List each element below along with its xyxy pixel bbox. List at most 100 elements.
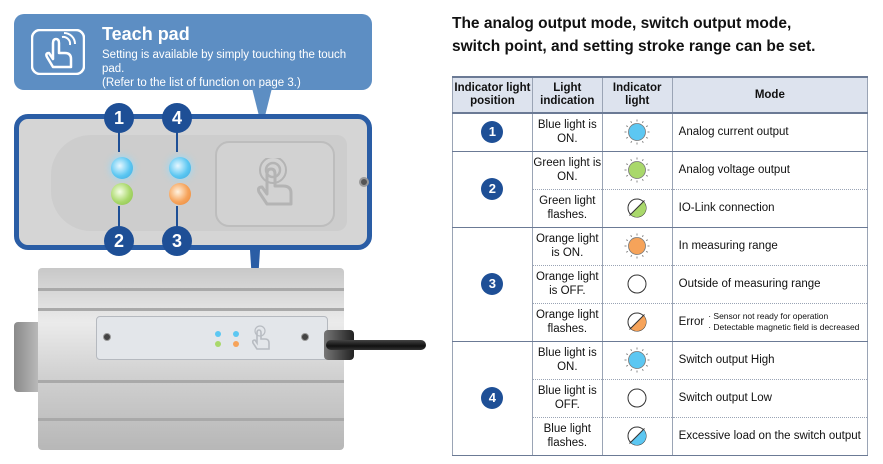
indication-cell: Blue light is OFF. (531, 379, 603, 418)
mode-cell: Analog voltage output (671, 151, 869, 190)
header-indication: Light indication (531, 76, 603, 114)
position-cell: 2 (452, 151, 533, 228)
teach-pad-callout: Teach pad Setting is available by simply… (14, 14, 372, 90)
leader-1 (118, 128, 120, 152)
position-badge: 4 (481, 387, 504, 409)
zoomed-indicator-panel (14, 114, 372, 250)
badge-2: 2 (104, 226, 134, 256)
error-notes: · Sensor not ready for operation· Detect… (708, 311, 859, 333)
mini-touch-icon (247, 325, 275, 356)
header-position: Indicator light position (452, 76, 533, 114)
position-badge: 1 (481, 121, 504, 144)
sensor-illustration: Teach pad Setting is available by simply… (0, 0, 440, 464)
table-header-row: Indicator light position Light indicatio… (452, 76, 869, 114)
indication-cell: Blue light flashes. (531, 417, 603, 456)
badge-1: 1 (104, 103, 134, 133)
indication-cell: Blue light is ON. (531, 113, 603, 152)
table-row: 3 Orange light is ON. In measuring range (452, 227, 869, 342)
mini-led-blue (215, 331, 221, 337)
mode-cell: Analog current output (671, 113, 869, 152)
indicator-lamp-cell (601, 189, 673, 228)
mode-cell: Excessive load on the switch output (671, 417, 869, 456)
blue-flash-lamp-icon (627, 426, 647, 446)
sensor-ridge (38, 418, 344, 421)
blue-on-lamp-icon (624, 347, 650, 373)
mode-cell: In measuring range (671, 227, 869, 266)
orange-on-lamp-icon (624, 233, 650, 259)
mode-cell: IO-Link connection (671, 189, 869, 228)
error-note: · Sensor not ready for operation (708, 311, 829, 321)
section-heading: The analog output mode, switch output mo… (452, 12, 872, 58)
badge-4: 4 (162, 103, 192, 133)
sensor-ridge (38, 308, 344, 311)
leader-4 (176, 128, 178, 152)
indicator-lamp-cell (601, 303, 673, 342)
mode-text: IO-Link connection (678, 202, 775, 214)
table-row: 2 Green light is ON. Analog voltage output (452, 151, 869, 228)
leader-2 (118, 206, 120, 230)
position-badge: 3 (481, 273, 504, 295)
mode-text: Excessive load on the switch output (678, 430, 861, 442)
mode-text: Switch output High (678, 354, 775, 366)
indicator-lamp-cell (601, 417, 673, 456)
indicator-table: Indicator light position Light indicatio… (452, 76, 869, 456)
head-screw (301, 333, 309, 341)
indication-cell: Orange light flashes. (531, 303, 603, 342)
position-badge: 2 (481, 178, 504, 200)
off-lamp-icon (627, 388, 647, 408)
led-2-green (111, 183, 133, 205)
blue-on-lamp-icon (624, 119, 650, 145)
table-row: Blue light flashes. Excessive load on the… (453, 417, 869, 456)
error-note: · Detectable magnetic field is decreased (708, 322, 860, 332)
sensor-head (96, 316, 328, 360)
indicator-lamp-cell (601, 379, 673, 418)
orange-flash-lamp-icon (627, 312, 647, 332)
header-light: Indicator light (601, 76, 673, 114)
table-row: 1 Blue light is ON. Analog current output (452, 113, 869, 152)
touch-hand-icon (30, 28, 86, 76)
table-row: 4 Blue light is ON. Switch output High (452, 341, 869, 456)
table-row: Orange light is OFF.Outside of measuring… (453, 265, 869, 304)
green-on-lamp-icon (624, 157, 650, 183)
mini-led-green (215, 341, 221, 347)
table-row: Green light flashes. IO-Link connection (453, 189, 869, 228)
indication-cell: Orange light is ON. (531, 227, 603, 266)
indicator-lamp-cell (601, 341, 673, 380)
sensor-ridge (38, 288, 344, 291)
mode-text: Outside of measuring range (678, 278, 821, 290)
mode-text: Switch output Low (678, 392, 772, 404)
mini-led-blue (233, 331, 239, 337)
position-cell: 3 (452, 227, 533, 342)
callout-line-2: (Refer to the list of function on page 3… (102, 77, 301, 89)
callout-line-1: Setting is available by simply touching … (102, 49, 347, 75)
heading-line-2: switch point, and setting stroke range c… (452, 38, 816, 55)
indicator-lamp-cell (601, 227, 673, 266)
callout-text: Setting is available by simply touching … (102, 48, 370, 90)
heading-line-1: The analog output mode, switch output mo… (452, 15, 792, 32)
mode-cell: Switch output High (671, 341, 869, 380)
indication-cell: Green light flashes. (531, 189, 603, 228)
head-screw (103, 333, 111, 341)
sensor-ridge (38, 380, 344, 383)
off-lamp-icon (627, 274, 647, 294)
indication-cell: Green light is ON. (531, 151, 603, 190)
indicator-lamp-cell (601, 151, 673, 190)
mode-text: Analog voltage output (678, 164, 790, 176)
touch-pad[interactable] (215, 141, 335, 227)
green-flash-lamp-icon (627, 198, 647, 218)
callout-title: Teach pad (102, 24, 190, 44)
panel-screw (359, 177, 369, 187)
mini-led-orange (233, 341, 239, 347)
badge-3: 3 (162, 226, 192, 256)
table-row: Blue light is OFF. Switch output Low (453, 379, 869, 418)
header-mode: Mode (671, 76, 869, 114)
mode-cell: Outside of measuring range (671, 265, 869, 304)
led-4-blue (169, 157, 191, 179)
mode-text: Analog current output (678, 126, 789, 139)
indication-cell: Blue light is ON. (531, 341, 603, 380)
position-cell: 1 (452, 113, 533, 152)
indicator-lamp-cell (601, 113, 673, 152)
mode-cell: Error· Sensor not ready for operation· D… (671, 303, 869, 342)
indicator-lamp-cell (601, 265, 673, 304)
led-1-blue (111, 157, 133, 179)
